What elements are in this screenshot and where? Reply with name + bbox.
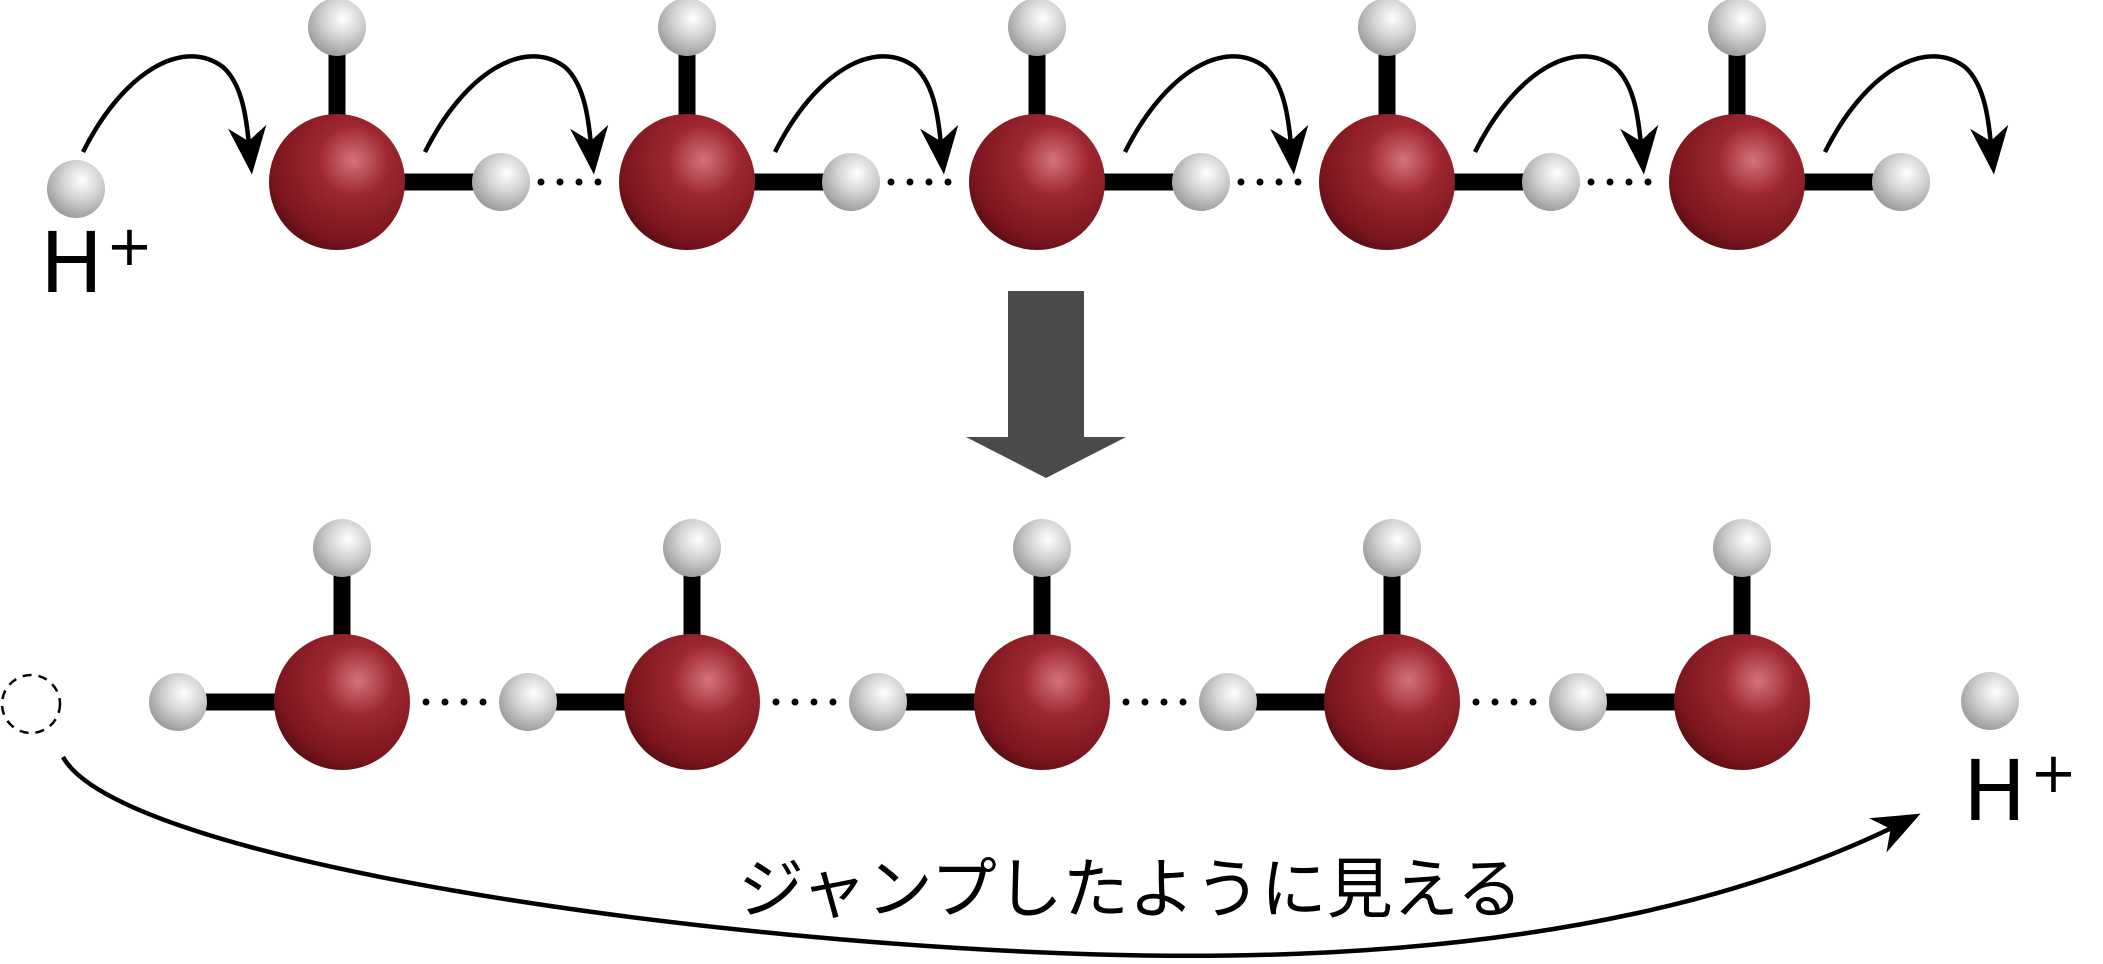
hydrogen-atom	[822, 153, 880, 211]
outgoing-proton-atom	[1961, 672, 2019, 730]
hydrogen-atom	[1199, 673, 1257, 731]
hydrogen-atom	[308, 0, 366, 56]
top-hop-arrows	[80, 54, 2009, 175]
hydrogen-atom	[499, 673, 557, 731]
hydrogen-atom	[1872, 153, 1930, 211]
hop-arrow	[422, 54, 609, 175]
jump-caption: ジャンプしたように見える	[738, 851, 1523, 928]
oxygen-atom	[1319, 114, 1455, 250]
bottom-bonds	[178, 548, 1751, 711]
top-row: H +	[40, 0, 2009, 312]
jump-arrow	[61, 755, 1921, 959]
oxygen-atom	[619, 114, 755, 250]
hop-arrow	[1122, 54, 1309, 175]
oxygen-atom	[969, 114, 1105, 250]
incoming-proton-label: H	[40, 214, 103, 312]
hydrogen-atom	[472, 153, 530, 211]
hop-arrow	[772, 54, 959, 175]
outgoing-proton: H +	[1961, 672, 2077, 840]
hop-arrow	[1822, 54, 2009, 175]
oxygen-atom	[269, 114, 405, 250]
outgoing-proton-charge: +	[2030, 741, 2077, 806]
hydrogen-atom	[1713, 519, 1771, 577]
down-arrow-icon	[966, 291, 1126, 478]
hydrogen-atom	[663, 519, 721, 577]
hydrogen-atom	[1172, 153, 1230, 211]
top-atoms	[269, 0, 1930, 250]
oxygen-atom	[274, 634, 410, 770]
bottom-row: H + ジャンプしたように見える	[0, 519, 2077, 959]
hop-arrow	[80, 54, 267, 175]
hydrogen-atom	[1522, 153, 1580, 211]
hop-arrow	[1472, 54, 1659, 175]
hydrogen-atom	[1013, 519, 1071, 577]
incoming-proton-atom	[47, 160, 105, 218]
incoming-proton: H +	[40, 160, 153, 312]
dashed-circle-icon	[0, 673, 62, 735]
hydrogen-atom	[1363, 519, 1421, 577]
oxygen-atom	[1674, 634, 1810, 770]
hydrogen-atom	[1708, 0, 1766, 56]
bottom-atoms	[149, 519, 1810, 770]
hydrogen-atom	[849, 673, 907, 731]
oxygen-atom	[624, 634, 760, 770]
hydrogen-atom	[1008, 0, 1066, 56]
oxygen-atom	[1324, 634, 1460, 770]
hydrogen-atom	[313, 519, 371, 577]
top-bonds	[328, 27, 1901, 191]
hydrogen-atom	[1358, 0, 1416, 56]
incoming-proton-charge: +	[106, 214, 153, 279]
hydrogen-atom	[149, 673, 207, 731]
hydrogen-atom	[1549, 673, 1607, 731]
hydrogen-atom	[658, 0, 716, 56]
oxygen-atom	[974, 634, 1110, 770]
oxygen-atom	[1669, 114, 1805, 250]
outgoing-proton-label: H	[1963, 742, 2026, 840]
